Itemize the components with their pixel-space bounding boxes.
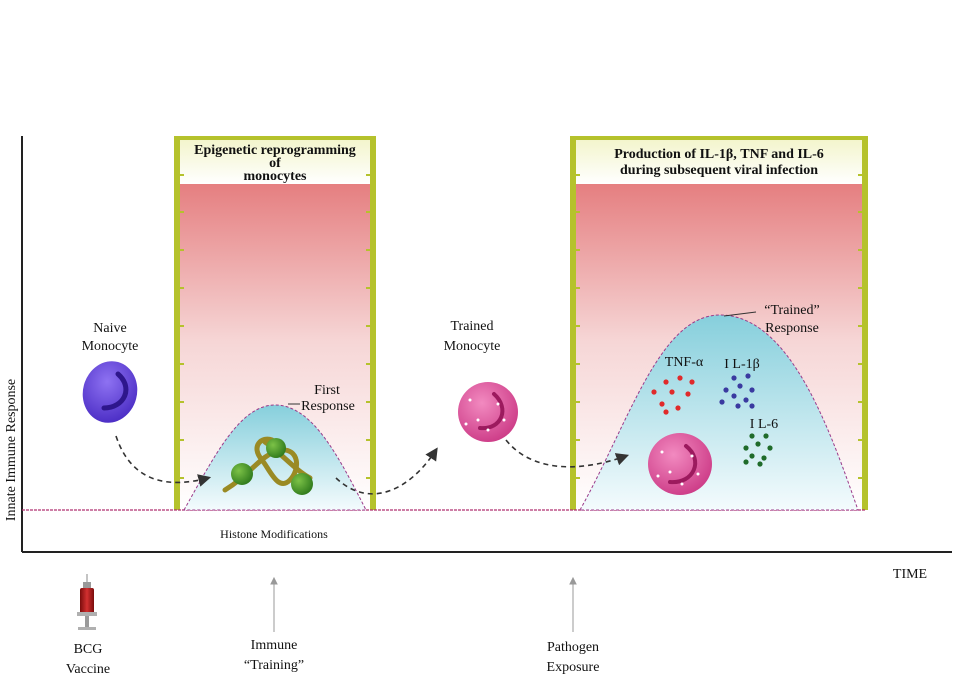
trained-monocyte-label-2: Monocyte (443, 339, 501, 354)
panel-left-title-3: monocytes (243, 169, 307, 184)
naive-monocyte-icon (82, 361, 138, 423)
arrow-naive-to-panel (115, 435, 212, 487)
x-axis-label: TIME (892, 567, 928, 582)
arrow-trained-to-infection (505, 439, 630, 468)
il1b-dots (719, 373, 755, 409)
first-response-label-2: Response (301, 399, 355, 414)
training-label-2: “Training” (243, 658, 305, 673)
histone-label: Histone Modifications (220, 527, 328, 541)
il1b-label: I L-1β (724, 357, 760, 372)
trained-response-leader (723, 311, 757, 317)
bcg-label-1: BCG (73, 642, 103, 657)
naive-monocyte-label-1: Naive (93, 321, 127, 336)
trained-monocyte-right-icon (648, 433, 712, 495)
first-response-label-1: First (314, 383, 340, 398)
panel-left-title-1: Epigenetic reprogramming (194, 143, 356, 158)
syringe-icon (77, 574, 97, 630)
il6-label: I L-6 (749, 417, 779, 432)
bcg-label-2: Vaccine (65, 662, 111, 677)
tnf-dots (651, 375, 695, 415)
arrow-panel-to-trained (335, 447, 438, 495)
panel-left-title-2: of (269, 156, 281, 171)
panel-right-title-2: during subsequent viral infection (620, 163, 818, 178)
histone-chromatin-icon (222, 436, 313, 495)
y-axis-label: Innate Immune Response (4, 378, 19, 522)
trained-response-label-2: Response (765, 321, 819, 336)
tnf-label: TNF-α (664, 355, 704, 370)
panel-right-title-1: Production of IL-1β, TNF and IL-6 (614, 147, 824, 162)
training-label-1: Immune (250, 638, 298, 653)
pathogen-label-2: Exposure (546, 660, 600, 675)
trained-response-label-1: “Trained” (764, 303, 820, 318)
event-arrow-pathogen (569, 576, 577, 632)
trained-monocyte-label-1: Trained (450, 319, 494, 334)
pathogen-label-1: Pathogen (546, 640, 600, 655)
naive-monocyte-label-2: Monocyte (81, 339, 139, 354)
il6-dots (743, 433, 773, 467)
event-arrow-training (270, 576, 278, 632)
trained-monocyte-icon (458, 382, 518, 442)
